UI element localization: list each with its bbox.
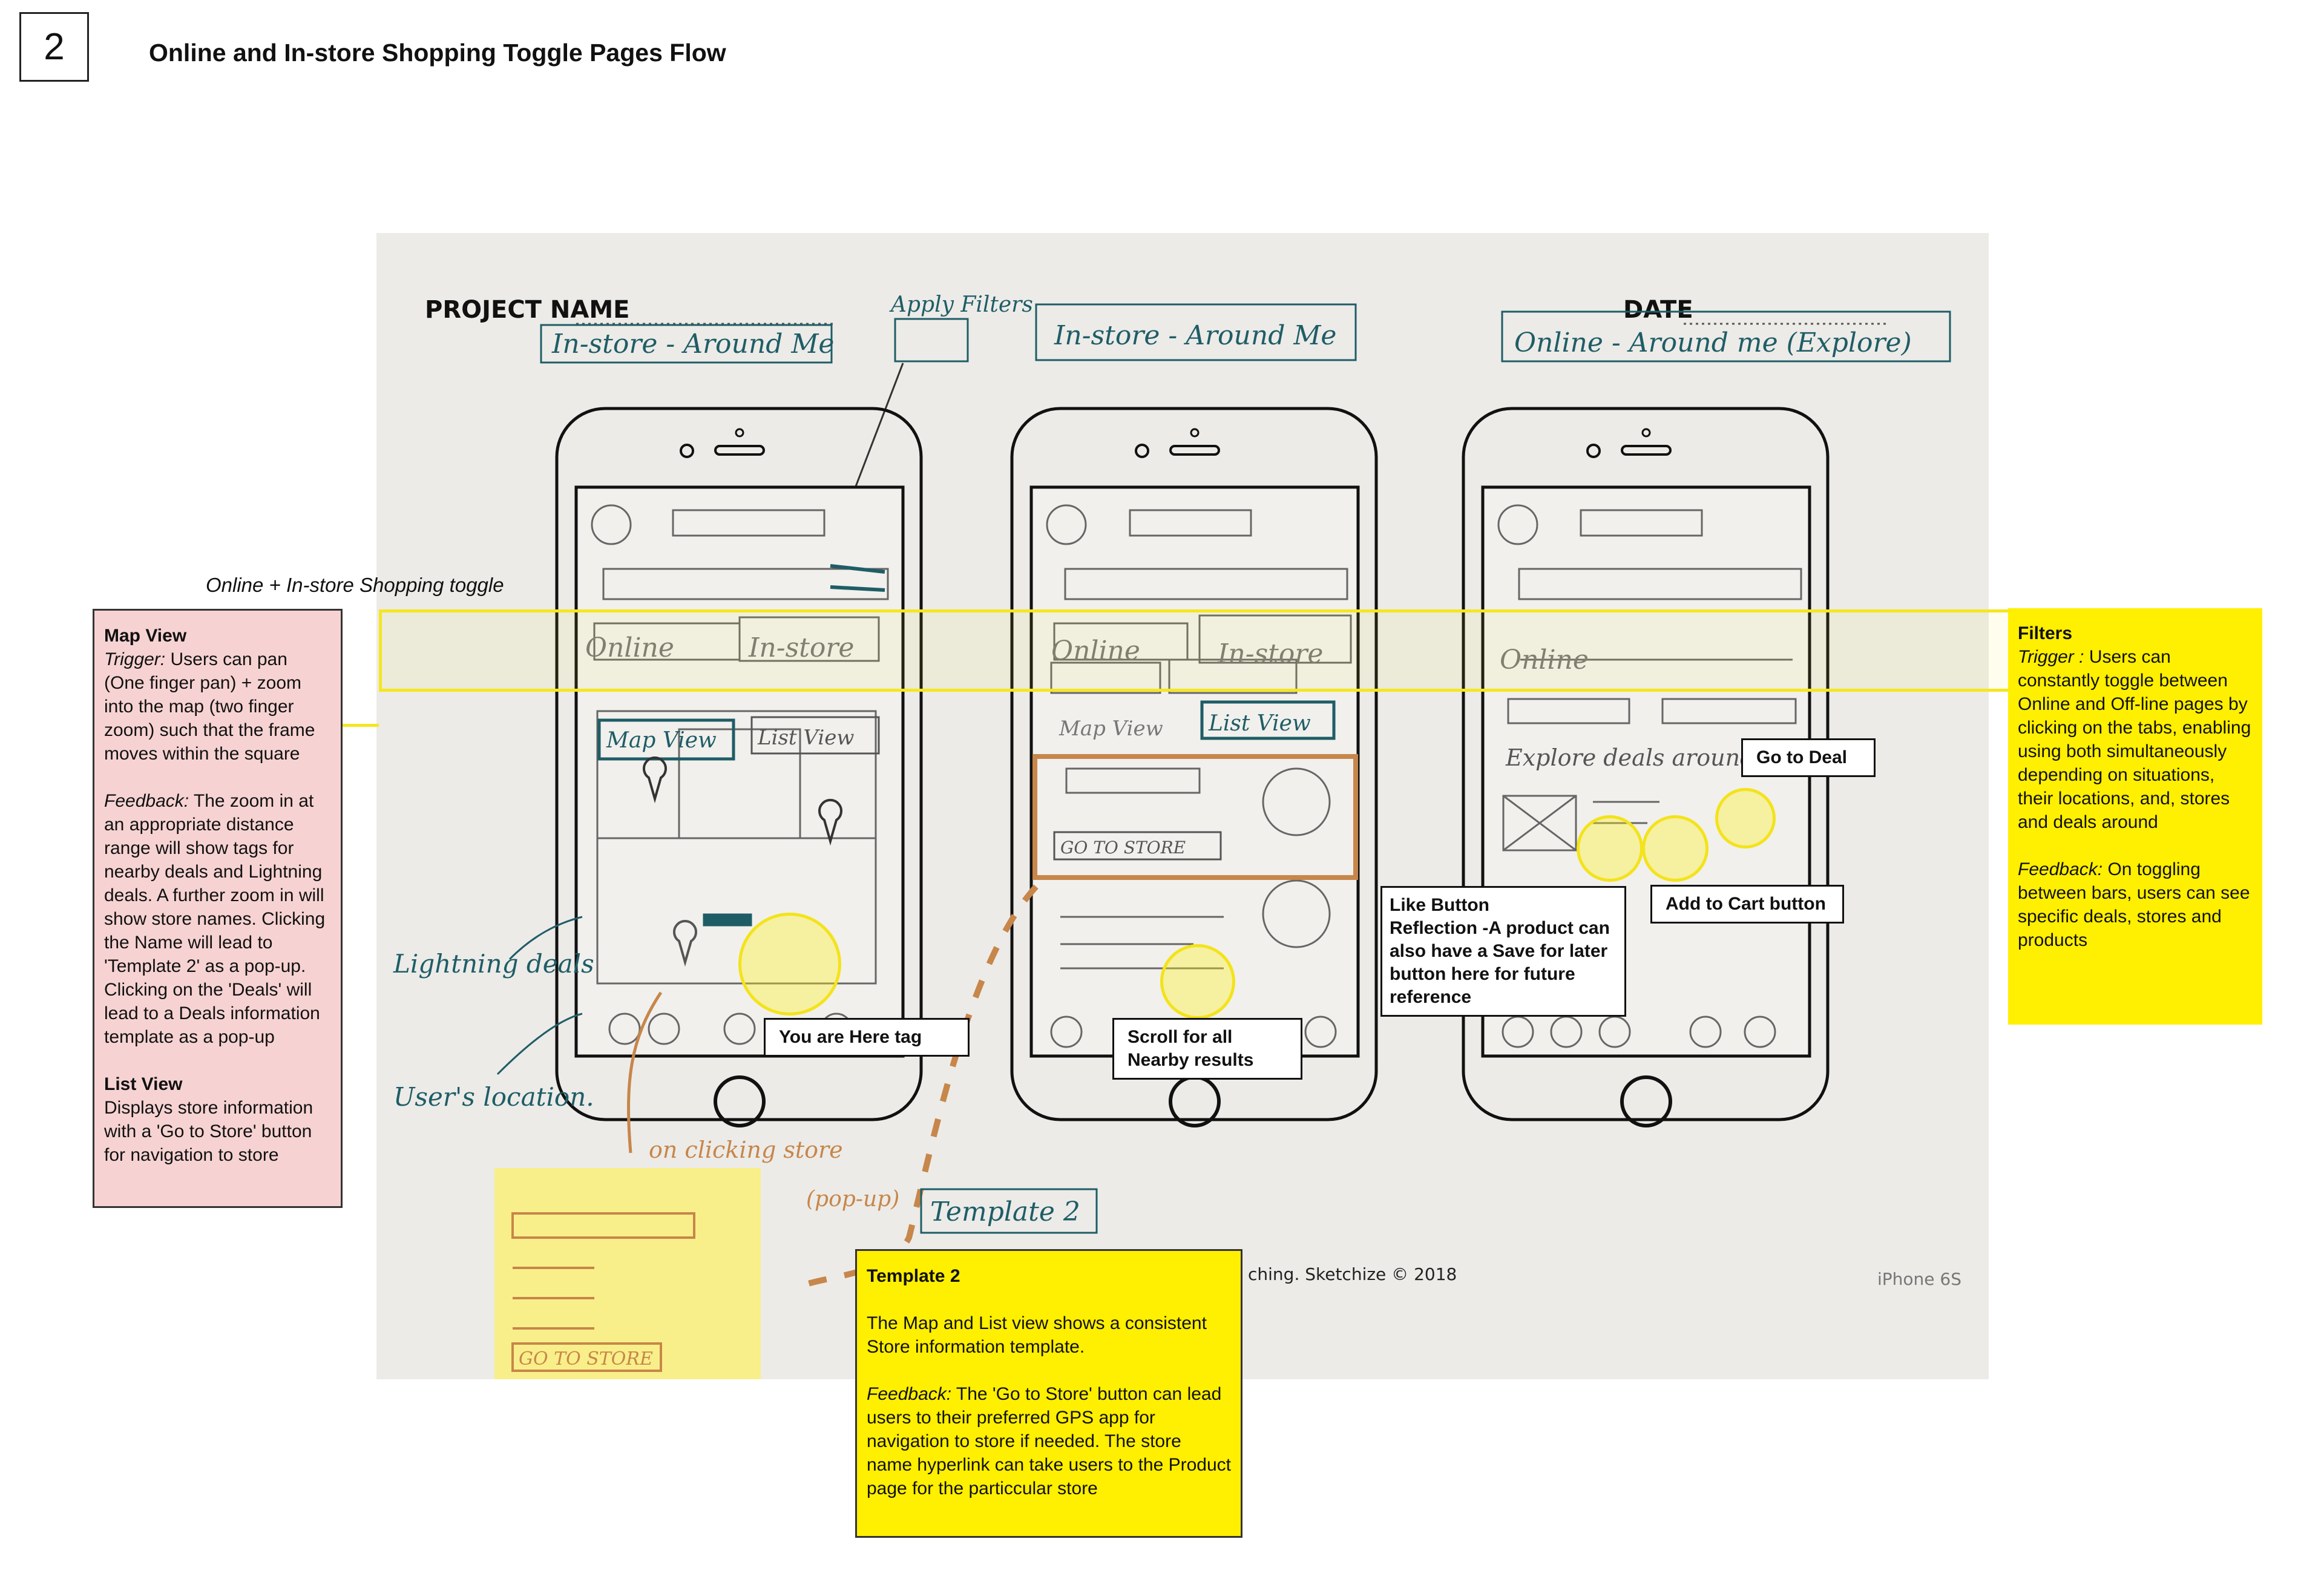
phone-3-content xyxy=(1497,504,1802,1048)
sticky-go-to-store: GO TO STORE xyxy=(519,1348,653,1370)
go-to-deal-callout: Go to Deal xyxy=(1741,738,1876,777)
map-view-feedback-label: Feedback: xyxy=(104,791,189,811)
phone-1-tab-online: Online xyxy=(585,632,674,663)
lightning-deals-label: Lightning deals xyxy=(393,949,594,979)
list-view-heading: List View xyxy=(104,1074,183,1094)
add-to-cart-callout: Add to Cart button xyxy=(1650,885,1844,924)
like-button-highlight xyxy=(1577,815,1643,882)
sketchize-credit: ching. Sketchize © 2018 xyxy=(1248,1264,1457,1284)
template-2-text: The Map and List view shows a consistent… xyxy=(867,1313,1207,1357)
list-view-text: Displays store information with a 'Go to… xyxy=(104,1098,313,1165)
filters-feedback-text: On toggling between bars, users can see … xyxy=(2018,859,2250,950)
map-view-connector xyxy=(343,724,379,727)
page-number: 2 xyxy=(44,26,65,68)
like-button-text: Reflection -A product can also have a Sa… xyxy=(1390,918,1610,1007)
scroll-highlight xyxy=(1160,944,1235,1019)
phone-2-go-to-store: GO TO STORE xyxy=(1060,838,1186,858)
phone-1-map-view: Map View xyxy=(606,728,717,753)
add-to-cart-text: Add to Cart button xyxy=(1666,894,1826,914)
template-2-note: Template 2 The Map and List view shows a… xyxy=(855,1249,1242,1538)
users-location-label: User's location. xyxy=(393,1082,594,1112)
phone-2-tab-instore: In-store xyxy=(1217,638,1323,669)
map-view-trigger-label: Trigger: xyxy=(104,649,166,669)
wireframe-sketch: PROJECT NAME DATE In-store - Around Me I… xyxy=(393,292,1961,1386)
scroll-text: Scroll for all Nearby results xyxy=(1128,1027,1254,1070)
map-view-trigger-text: Users can pan (One finger pan) + zoom in… xyxy=(104,649,315,764)
filters-trigger-text: Users can constantly toggle between Onli… xyxy=(2018,647,2251,832)
template-2-feedback-text: The 'Go to Store' button can lead users … xyxy=(867,1384,1231,1498)
popup-label: (pop-up) xyxy=(806,1187,899,1212)
you-are-here-callout: You are Here tag xyxy=(764,1018,970,1057)
you-are-here-highlight xyxy=(738,913,841,1016)
phone-3-explore-deals: Explore deals around xyxy=(1505,744,1754,771)
filters-trigger-label: Trigger : xyxy=(2018,647,2084,667)
page-title: Online and In-store Shopping Toggle Page… xyxy=(149,39,726,67)
filters-heading: Filters xyxy=(2018,623,2073,643)
phone-2-map-view: Map View xyxy=(1059,717,1163,741)
page-number-box: 2 xyxy=(19,12,89,82)
you-are-here-text: You are Here tag xyxy=(779,1027,922,1047)
template-2-label: Template 2 xyxy=(930,1196,1080,1227)
phone-1-list-view: List View xyxy=(757,726,854,750)
phone-1-tab-instore: In-store xyxy=(748,632,854,663)
go-to-deal-highlight xyxy=(1715,788,1776,848)
map-view-heading: Map View xyxy=(104,626,187,646)
phone-1-content xyxy=(591,504,889,1045)
project-name-label: PROJECT NAME xyxy=(425,296,629,324)
template-2-feedback-label: Feedback: xyxy=(867,1384,952,1404)
date-label: DATE xyxy=(1623,296,1693,324)
phone-2-list-view: List View xyxy=(1208,711,1311,736)
toggle-caption: Online + In-store Shopping toggle xyxy=(206,574,504,596)
filters-feedback-label: Feedback: xyxy=(2018,859,2103,879)
screen-title-2: In-store - Around Me xyxy=(1054,320,1336,351)
phone-2-tab-online: Online xyxy=(1051,635,1140,666)
apply-filters-label: Apply Filters xyxy=(889,292,1033,317)
screen-title-3: Online - Around me (Explore) xyxy=(1514,327,1912,358)
template-2-heading: Template 2 xyxy=(867,1266,960,1286)
scroll-callout: Scroll for all Nearby results xyxy=(1112,1018,1302,1080)
like-button-callout: Like Button Reflection -A product can al… xyxy=(1380,886,1626,1017)
sticky-note xyxy=(494,1168,761,1386)
on-clicking-store-label: on clicking store xyxy=(649,1137,843,1163)
go-to-deal-text: Go to Deal xyxy=(1756,747,1848,767)
map-view-note: Map View Trigger: Users can pan (One fin… xyxy=(93,609,343,1208)
add-to-cart-highlight xyxy=(1642,815,1709,882)
toggle-highlight xyxy=(379,609,2017,692)
filters-note: Filters Trigger : Users can constantly t… xyxy=(2008,608,2262,1025)
phone-3-tab-online: Online xyxy=(1500,645,1589,675)
screen-title-1: In-store - Around Me xyxy=(551,329,834,359)
map-view-feedback-text: The zoom in at an appropriate distance r… xyxy=(104,791,326,1047)
iphone-label: iPhone 6S xyxy=(1877,1269,1961,1289)
like-button-title: Like Button xyxy=(1390,895,1489,915)
